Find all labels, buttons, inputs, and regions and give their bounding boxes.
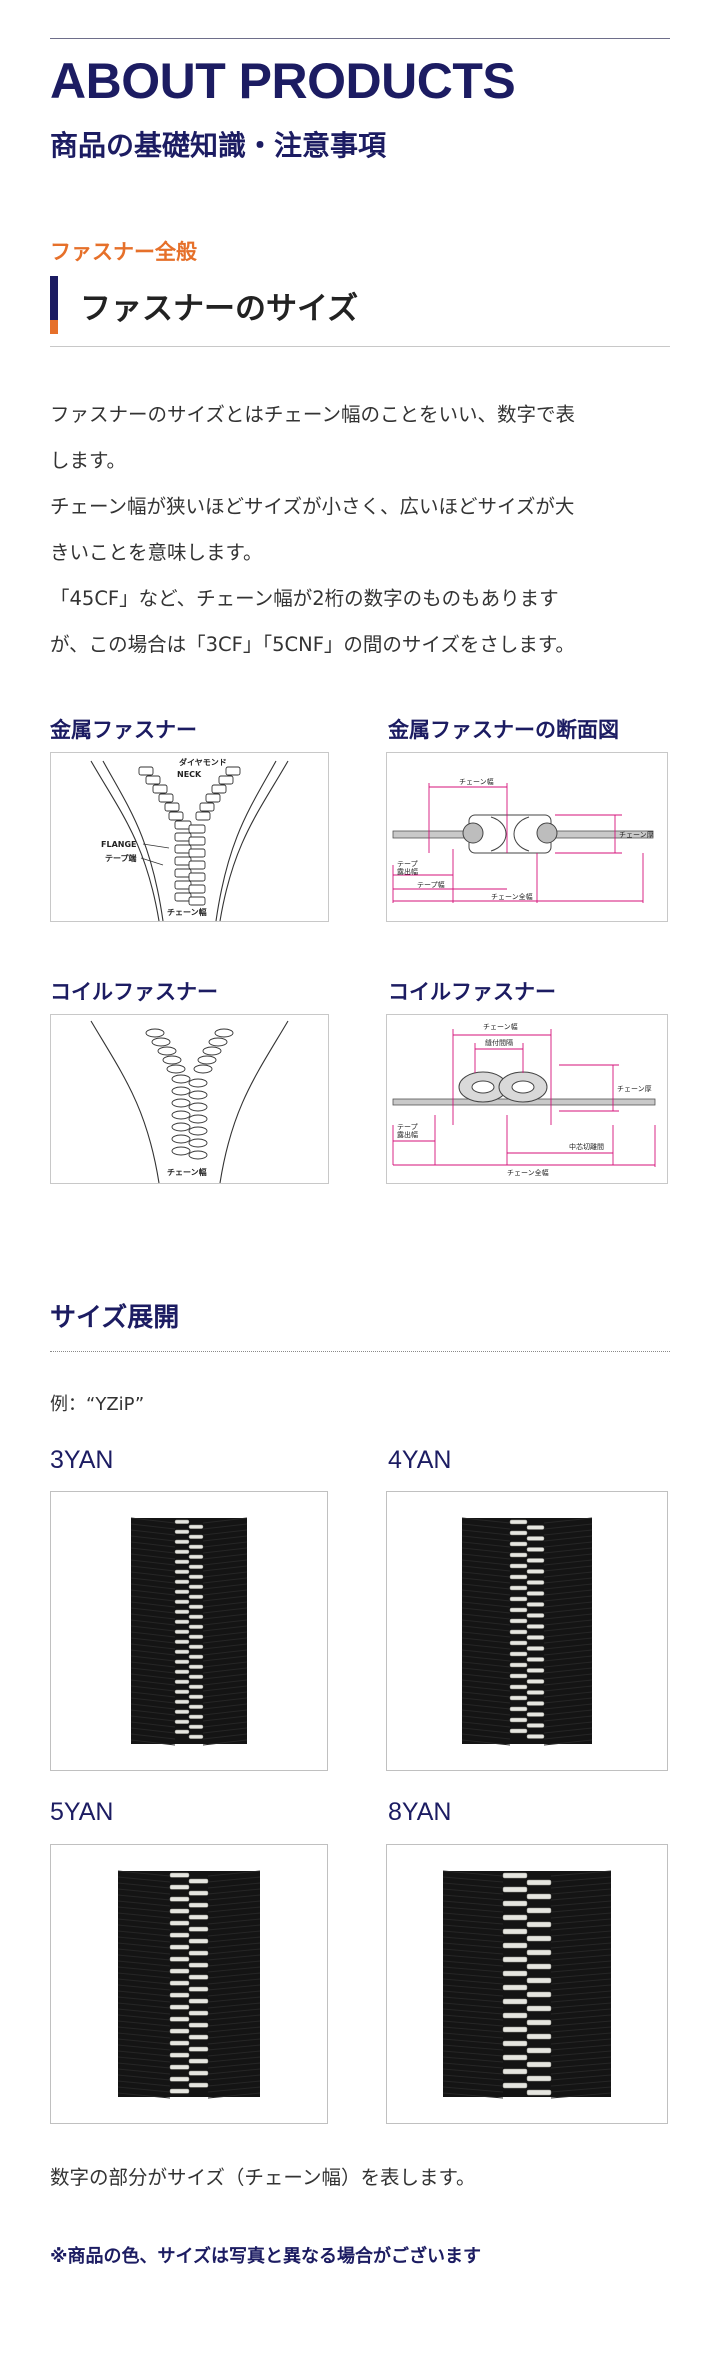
annotation-chain-width: チェーン幅 xyxy=(167,907,207,917)
description-line: チェーン幅が狭いほどサイズが小さく、広いほどサイズが大 xyxy=(50,495,575,518)
section-marker xyxy=(50,276,58,334)
zipper-photo-3yan xyxy=(50,1491,328,1771)
description-line: きいことを意味します。 xyxy=(50,541,263,564)
annotation-neck: NECK xyxy=(177,770,202,779)
section-annotation: テープ xyxy=(397,1123,418,1131)
diagram-label-coil: コイルファスナー xyxy=(50,980,218,1004)
size-label-8yan: 8YAN xyxy=(388,1798,452,1826)
footer-note: ※商品の色、サイズは写真と異なる場合がございます xyxy=(50,2246,481,2267)
diagram-label-metal: 金属ファスナー xyxy=(50,718,197,742)
section-annotation: チェーン全幅 xyxy=(491,892,533,901)
coil-zipper-diagram: チェーン幅 xyxy=(50,1014,329,1184)
section-annotation: 露出幅 xyxy=(397,867,418,876)
section-title: ファスナーのサイズ xyxy=(80,291,359,327)
metal-zipper-diagram: ダイヤモンド NECK FLANGE テープ端 チェーン幅 xyxy=(50,752,329,922)
section-annotation: チェーン厚 xyxy=(619,831,654,839)
section-annotation: テープ xyxy=(397,860,418,868)
description-line: 「45CF」など、チェーン幅が2桁の数字のものもあります xyxy=(50,587,559,610)
section-annotation: チェーン幅 xyxy=(483,1022,518,1031)
section-annotation: チェーン全幅 xyxy=(507,1168,549,1177)
section-annotation: テープ幅 xyxy=(417,880,445,889)
metal-section-diagram: チェーン幅 チェーン厚 テープ 露出幅 テープ幅 チェーン全幅 xyxy=(386,752,668,922)
annotation-diamond: ダイヤモンド xyxy=(179,757,227,767)
page-title: ABOUT PRODUCTS xyxy=(50,53,516,109)
sizes-example: 例：“YZiP” xyxy=(50,1394,145,1415)
section-annotation: 縫付間隔 xyxy=(485,1038,513,1047)
description-line: ファスナーのサイズとはチェーン幅のことをいい、数字で表 xyxy=(50,403,575,426)
section-annotation: チェーン厚 xyxy=(617,1085,652,1093)
diagram-label-coil-section: コイルファスナー xyxy=(388,980,556,1004)
description-line: が、この場合は「3CF」「5CNF」の間のサイズをさします。 xyxy=(50,633,575,656)
zipper-photo-4yan xyxy=(386,1491,668,1771)
size-label-5yan: 5YAN xyxy=(50,1798,114,1826)
zipper-photo-8yan xyxy=(386,1844,668,2124)
sizes-title: サイズ展開 xyxy=(50,1303,180,1333)
size-label-3yan: 3YAN xyxy=(50,1446,114,1474)
category-label: ファスナー全般 xyxy=(50,240,197,264)
footer-text: 数字の部分がサイズ（チェーン幅）を表します。 xyxy=(50,2166,476,2189)
annotation-flange: FLANGE xyxy=(101,840,136,849)
section-annotation: チェーン幅 xyxy=(459,777,494,786)
annotation-tape-edge: テープ端 xyxy=(105,853,137,863)
page-subtitle: 商品の基礎知識・注意事項 xyxy=(50,129,387,162)
diagram-label-metal-section: 金属ファスナーの断面図 xyxy=(388,718,619,742)
section-annotation: 中芯切離間 xyxy=(569,1142,604,1151)
coil-section-diagram: チェーン幅 縫付間隔 チェーン厚 テープ 露出幅 中芯切離間 チェーン全幅 xyxy=(386,1014,668,1184)
top-divider xyxy=(50,38,670,39)
section-annotation: 露出幅 xyxy=(397,1130,418,1139)
sizes-divider xyxy=(50,1351,670,1352)
size-label-4yan: 4YAN xyxy=(388,1446,452,1474)
description-line: します。 xyxy=(50,449,127,472)
zipper-photo-5yan xyxy=(50,1844,328,2124)
annotation-chain-width: チェーン幅 xyxy=(167,1167,207,1177)
section-divider xyxy=(50,346,670,347)
description-text: ファスナーのサイズとはチェーン幅のことをいい、数字で表 します。 チェーン幅が狭… xyxy=(50,392,675,668)
